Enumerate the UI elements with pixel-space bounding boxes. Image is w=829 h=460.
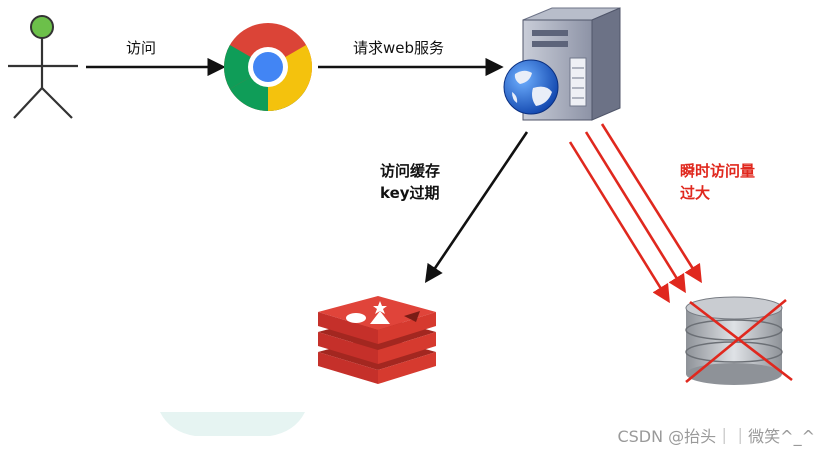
label-request-web-service: 请求web服务 [353, 39, 445, 57]
web-server-globe-icon [503, 7, 621, 121]
label-cache-key-expired: 访问缓存 key过期 [380, 160, 440, 204]
label-spike-line1: 瞬时访问量 [680, 162, 756, 180]
chrome-browser-icon [224, 23, 312, 111]
user-stick-figure-icon [8, 15, 78, 119]
arrow-server-to-cache [424, 131, 529, 284]
label-access: 访问 [126, 39, 157, 57]
label-spike-line2: 过大 [680, 184, 711, 202]
watermark: CSDN @抬头｜｜微笑^_^ [617, 427, 815, 446]
label-cache-line1: 访问缓存 [380, 162, 441, 180]
redis-cache-icon [318, 296, 436, 384]
decorative-band [160, 412, 305, 436]
arrows-server-to-database [568, 123, 702, 304]
database-crossed-out-icon [685, 296, 793, 385]
label-cache-line2: key过期 [380, 184, 440, 202]
label-traffic-spike: 瞬时访问量 过大 [680, 160, 755, 204]
